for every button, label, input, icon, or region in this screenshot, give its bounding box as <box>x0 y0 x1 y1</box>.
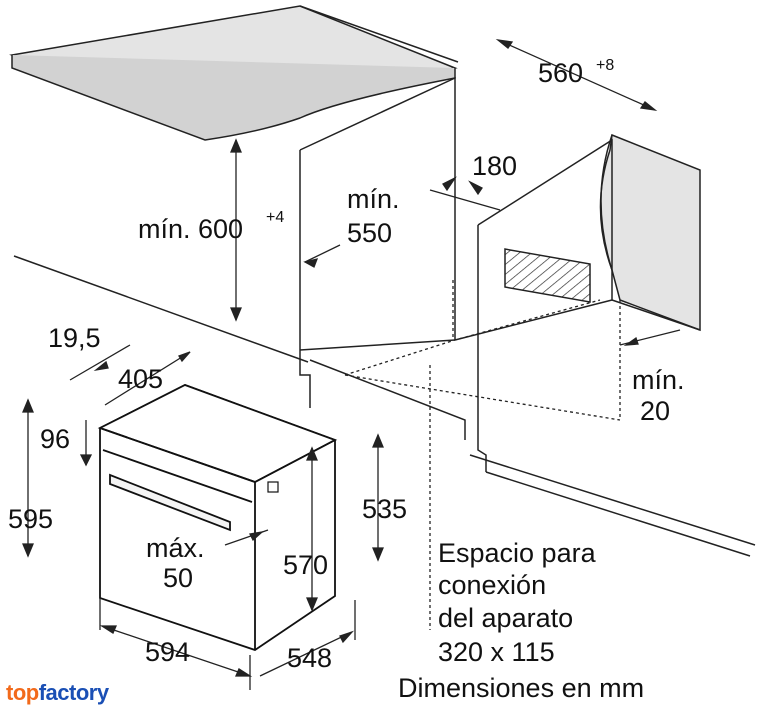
dim-548-label: 548 <box>287 643 332 673</box>
oven <box>97 384 338 651</box>
dim-min550-line1: mín. <box>347 184 400 214</box>
dim-max50-line2: 50 <box>163 563 193 593</box>
note-line4: 320 x 115 <box>438 637 555 667</box>
dim-min600-tolerance: +4 <box>266 209 284 226</box>
dim-405-label: 405 <box>118 364 163 394</box>
dim-max50-line1: máx. <box>146 533 205 563</box>
note-line3: del aparato <box>438 603 573 633</box>
dimension-lines <box>22 39 681 690</box>
brand-part1: top <box>6 680 39 705</box>
connection-space <box>344 280 621 630</box>
floor-lines <box>13 255 756 557</box>
socket-area <box>504 248 591 303</box>
dim-min600-label: mín. 600 <box>138 214 243 244</box>
dim-min550-line2: 550 <box>347 218 392 248</box>
brand-logo: topfactory <box>6 680 109 706</box>
dim-560-tolerance: +8 <box>596 57 614 74</box>
note-line2: conexión <box>438 570 546 600</box>
oven-handle <box>109 473 231 532</box>
dim-560-label: 560 <box>538 58 583 88</box>
dim-min20-line2: 20 <box>640 396 670 426</box>
dim-180-label: 180 <box>472 151 517 181</box>
note-line1: Espacio para <box>438 538 597 568</box>
right-side-panel <box>599 133 701 332</box>
note-line5: Dimensiones en mm <box>398 673 644 703</box>
dim-570-label: 570 <box>283 550 328 580</box>
dim-19-5-label: 19,5 <box>48 323 101 353</box>
oven-control-knob <box>267 481 279 493</box>
niche-outline <box>299 76 701 472</box>
brand-part2: factory <box>38 680 109 705</box>
dim-min20-line1: mín. <box>632 365 685 395</box>
countertop <box>9 5 459 141</box>
dim-594-label: 594 <box>145 637 190 667</box>
dim-535-label: 535 <box>362 494 407 524</box>
dim-595-label: 595 <box>8 504 53 534</box>
dim-96-label: 96 <box>40 424 70 454</box>
